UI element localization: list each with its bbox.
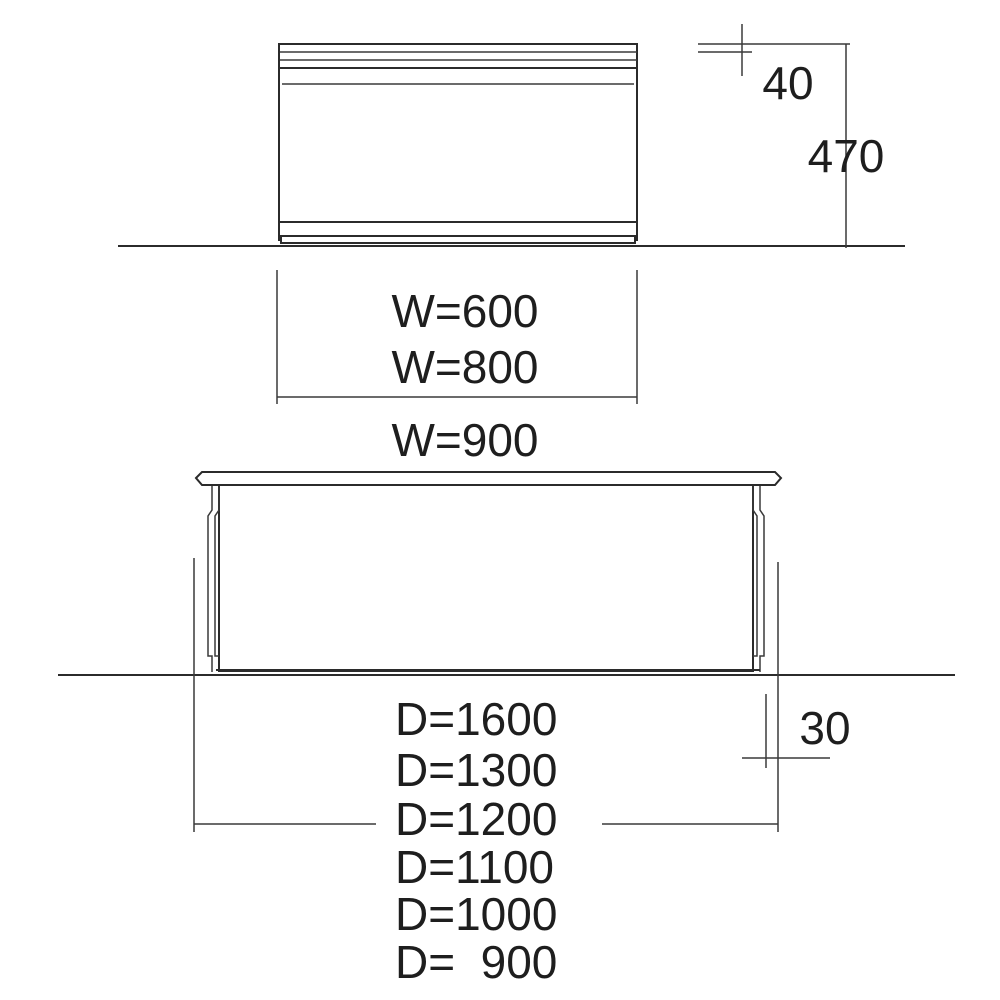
height-dimension — [698, 24, 850, 248]
rim-height-label: 40 — [762, 57, 813, 109]
depth-label-list: D=1600 D=1300 D=1200 D=1100 D=1000 D= 90… — [395, 693, 557, 988]
depth-dimension — [193, 558, 779, 832]
front-view: W=600 W=800 W=900 40 470 — [118, 24, 905, 466]
depth-label-1200: D=1200 — [395, 793, 557, 845]
depth-label-900: D= 900 — [395, 936, 557, 988]
total-height-label: 470 — [808, 130, 885, 182]
tub-front-elevation — [278, 43, 638, 244]
floor-gap-label: 30 — [799, 702, 850, 754]
side-view: 30 D=1600 D=1300 D=1200 D=1100 D=1000 D=… — [58, 471, 955, 988]
floor-gap-dimension — [742, 694, 830, 768]
width-label-600: W=600 — [391, 285, 538, 337]
width-dimension — [276, 270, 638, 404]
depth-label-1600: D=1600 — [395, 693, 557, 745]
depth-label-1300: D=1300 — [395, 744, 557, 796]
width-label-900: W=900 — [391, 414, 538, 466]
width-label-800: W=800 — [391, 341, 538, 393]
depth-label-1000: D=1000 — [395, 888, 557, 940]
tub-side-elevation — [194, 471, 783, 672]
depth-label-1100: D=1100 — [395, 841, 554, 893]
